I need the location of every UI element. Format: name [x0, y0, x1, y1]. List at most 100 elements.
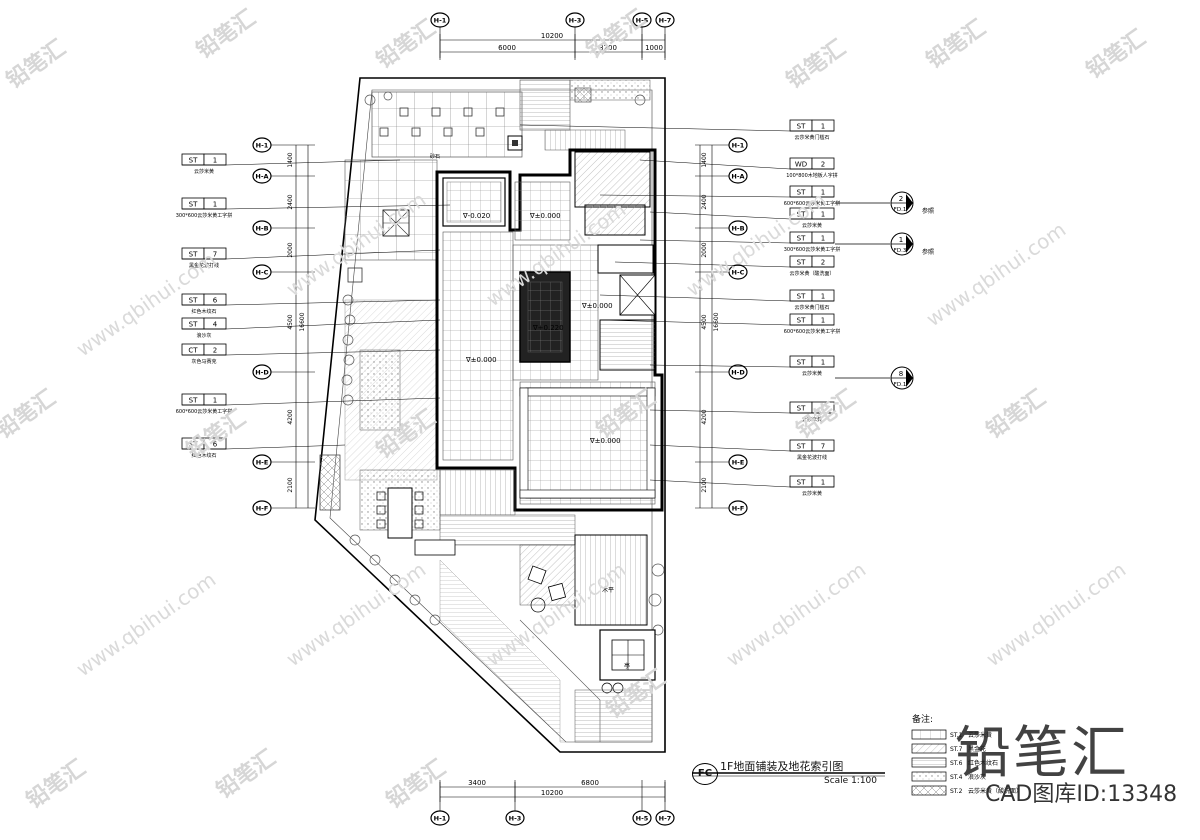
right-tag-11-num: 1	[821, 479, 825, 487]
left-tag-4-code: ST	[189, 321, 198, 329]
axis-bottom-1-label: H-3	[509, 815, 522, 823]
legend-item-4: ST.2 云莎米黄（酸洗面）	[911, 785, 1022, 796]
right-tag-7-desc: 600*600云莎米黄工字拼	[784, 328, 841, 335]
dim-bottom-2: 6800	[581, 779, 599, 787]
watermark-brand-7: 铅笔汇	[0, 385, 60, 444]
dim-left-total: 16600	[299, 312, 306, 331]
axis-right-3-label: H-C	[732, 269, 745, 277]
legend-item-4-desc: 云莎米黄（酸洗面）	[968, 787, 1022, 795]
dim-bottom-total: 10200	[541, 789, 563, 797]
right-tag-2-desc: 600*600云莎米黄工字拼	[784, 200, 841, 207]
sheet-title-block	[692, 772, 885, 777]
axis-right-2: H-B	[728, 220, 748, 236]
axis-bottom-0: H-1	[430, 810, 450, 826]
level-0: ∇-0.020	[462, 212, 490, 220]
catalog-id: CAD图库ID:13348	[985, 782, 1178, 807]
axis-right-6-label: H-F	[732, 505, 745, 513]
axis-right-0-label: H-1	[732, 142, 745, 150]
dim-right-1: 2400	[701, 194, 708, 209]
dim-right-5: 2100	[701, 477, 708, 492]
axis-left-3: H-C	[252, 264, 272, 280]
watermark-domain-4: www.qbihui.com	[922, 217, 1071, 331]
legend-item-0-code: ST.1	[950, 732, 963, 739]
left-tag-0-code: ST	[189, 157, 198, 165]
axis-right-6: H-F	[728, 500, 748, 516]
room-label-0: 砂石	[430, 153, 440, 160]
left-tag-6-desc: 600*600云莎米黄工字拼	[176, 408, 233, 415]
watermark-brand-14: 铅笔汇	[211, 745, 280, 804]
right-tag-0-code: ST	[797, 123, 806, 131]
left-tag-5-num: 2	[213, 347, 217, 355]
detail-ref-2: 8FD.1	[835, 366, 914, 390]
right-tag-4-desc: 300*600云莎米黄工字拼	[784, 246, 841, 253]
axis-top-1: H-3	[565, 12, 585, 28]
dim-right-total: 16600	[713, 312, 720, 331]
axis-top-1-label: H-3	[569, 17, 582, 25]
right-tag-10-desc: 黑金花波打线	[797, 454, 827, 461]
axis-left-1-label: H-A	[255, 173, 268, 181]
left-tag-0-desc: 云莎米黄	[194, 168, 214, 175]
axis-bottom-2-label: H-5	[636, 815, 649, 823]
axis-left-4: H-D	[252, 364, 272, 380]
axis-right-4-label: H-D	[731, 369, 745, 377]
left-tag-1-num: 1	[213, 201, 217, 209]
right-tag-5-code: ST	[797, 259, 806, 267]
left-tag-1-desc: 300*600云莎米黄工字拼	[176, 212, 233, 219]
dim-top-1: 6000	[498, 44, 516, 52]
right-tag-8-num: 1	[821, 359, 825, 367]
dining-table	[376, 487, 424, 539]
sheet-code: FC	[692, 763, 718, 785]
left-tag-7-code: ST	[189, 441, 198, 449]
watermark-domain-6: www.qbihui.com	[282, 557, 431, 671]
watermark-brand-12: 铅笔汇	[981, 385, 1050, 444]
legend-item-3-desc: 浪沙灰	[968, 773, 986, 781]
dim-right-3: 4500	[701, 314, 708, 329]
left-tag-2-desc: 黑金花波打线	[189, 262, 219, 269]
right-tag-9-code: ST	[797, 405, 806, 413]
right-tag-0-num: 1	[821, 123, 825, 131]
right-tag-7-num: 1	[821, 317, 825, 325]
watermark-brand-5: 铅笔汇	[921, 15, 990, 74]
room-label-1: 木平	[602, 586, 614, 594]
detail-ref-0-num: 2	[899, 195, 903, 203]
axis-right-3: H-C	[728, 264, 748, 280]
legend-item-4-code: ST.2	[950, 788, 963, 795]
right-tag-7-code: ST	[797, 317, 806, 325]
right-tag-4-num: 1	[821, 235, 825, 243]
watermark-brand-6: 铅笔汇	[1081, 25, 1150, 84]
right-tag-8-code: ST	[797, 359, 806, 367]
detail-ref-2-num: 8	[899, 370, 903, 378]
axis-left-2-label: H-B	[255, 225, 268, 233]
legend-item-2-code: ST.6	[950, 760, 963, 767]
axis-left-0: H-1	[252, 137, 272, 153]
dim-top-total: 10200	[541, 32, 563, 40]
legend-item-0-desc: 云莎米黄	[968, 731, 992, 739]
right-tag-5-num: 2	[821, 259, 825, 267]
axis-right-1: H-A	[728, 168, 748, 184]
axis-right-1-label: H-A	[731, 173, 744, 181]
detail-ref-1-num: 1	[899, 236, 903, 244]
watermark-brand-3: 铅笔汇	[581, 5, 650, 64]
dim-left-1: 2400	[287, 194, 294, 209]
left-tag-5-desc: 灰色马赛克	[191, 358, 216, 365]
detail-ref-1-sheet: FD.3	[894, 248, 907, 254]
legend-item-2-desc: 红色木纹石	[968, 759, 998, 767]
left-tag-4-num: 4	[213, 321, 218, 329]
dim-top-3: 1000	[645, 44, 663, 52]
south-terrace	[319, 454, 656, 743]
left-tag-7-desc: 红色木纹石	[191, 452, 216, 459]
dim-right-0: 1400	[701, 152, 708, 167]
left-tag-1-code: ST	[189, 201, 198, 209]
